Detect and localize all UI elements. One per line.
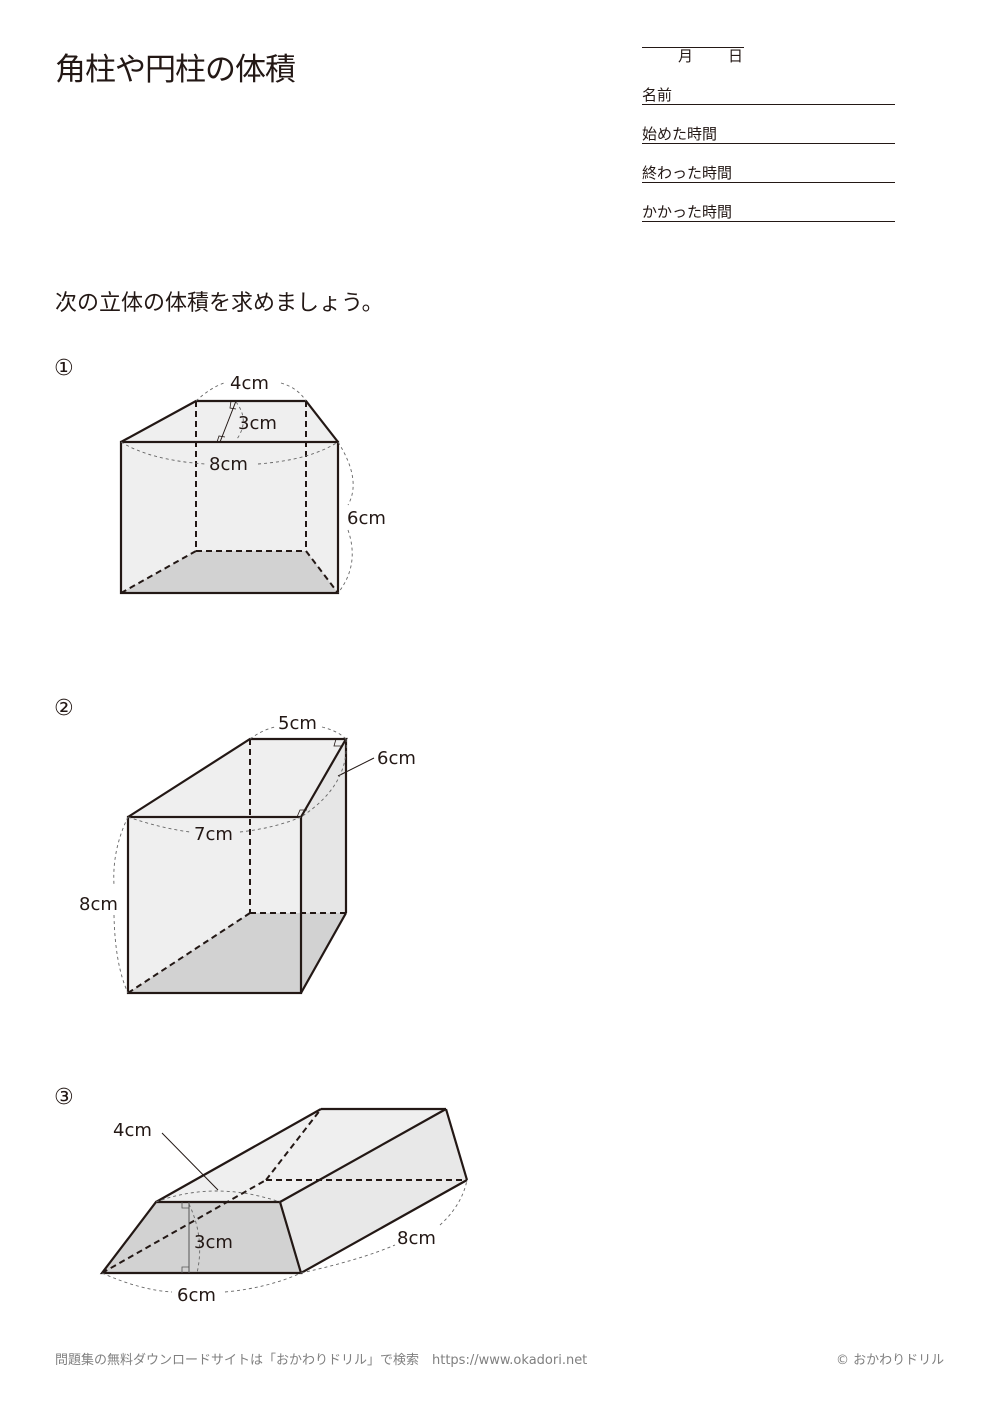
page-title: 角柱や円柱の体積	[55, 52, 296, 88]
instruction-text: 次の立体の体積を求めましょう。	[55, 291, 384, 316]
problem-1-figure: 4cm 3cm 8cm 6cm	[119, 373, 386, 595]
end-time-label: 終わった時間	[642, 164, 733, 182]
svg-text:8cm: 8cm	[79, 894, 118, 915]
problem-2-number: ②	[54, 696, 74, 721]
svg-text:4cm: 4cm	[113, 1120, 152, 1141]
problem-2-figure: 5cm 6cm 7cm 8cm	[79, 713, 416, 995]
start-time-field[interactable]: 始めた時間	[642, 125, 895, 144]
name-label: 名前	[642, 86, 673, 104]
svg-text:3cm: 3cm	[238, 413, 277, 434]
svg-text:6cm: 6cm	[377, 748, 416, 769]
svg-text:4cm: 4cm	[230, 373, 269, 394]
month-label: 月	[678, 47, 694, 65]
footer-copyright: © おかわりドリル	[836, 1353, 945, 1368]
footer-site-text: 問題集の無料ダウンロードサイトは「おかわりドリル」で検索 https://www…	[55, 1353, 588, 1368]
svg-text:8cm: 8cm	[397, 1228, 436, 1249]
svg-text:6cm: 6cm	[177, 1285, 216, 1306]
problem-3-figure: 4cm 3cm 6cm 8cm	[99, 1107, 469, 1306]
elapsed-time-label: かかった時間	[642, 203, 733, 221]
end-time-field[interactable]: 終わった時間	[642, 164, 895, 183]
svg-text:7cm: 7cm	[194, 824, 233, 845]
svg-text:6cm: 6cm	[347, 508, 386, 529]
svg-text:5cm: 5cm	[278, 713, 317, 734]
day-label: 日	[728, 47, 744, 65]
elapsed-time-field[interactable]: かかった時間	[642, 203, 895, 222]
svg-text:8cm: 8cm	[209, 454, 248, 475]
svg-text:3cm: 3cm	[194, 1232, 233, 1253]
date-field[interactable]: 月 日	[642, 47, 744, 65]
problem-1-number: ①	[54, 356, 74, 381]
problem-3-number: ③	[54, 1085, 74, 1110]
name-field[interactable]: 名前	[642, 86, 895, 105]
start-time-label: 始めた時間	[642, 125, 718, 143]
